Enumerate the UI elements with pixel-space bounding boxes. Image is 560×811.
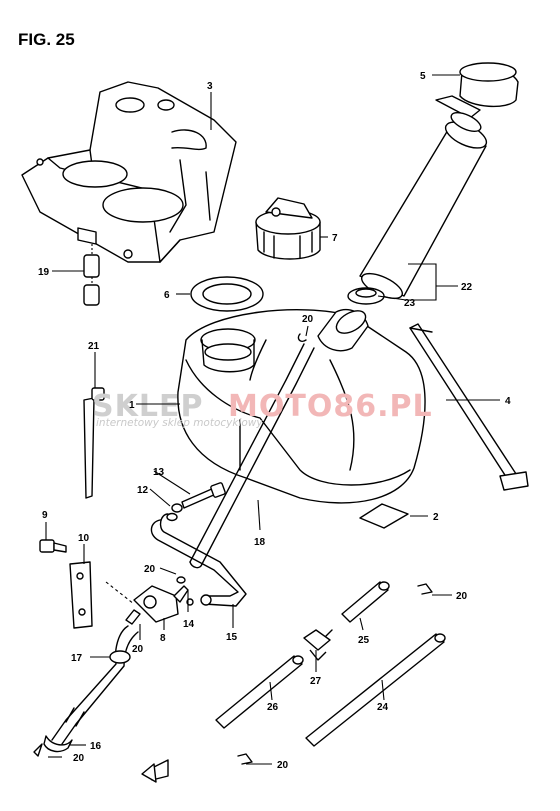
callout-7: 7 [332, 233, 338, 244]
fuel-cock-8-drawing [105, 576, 194, 625]
hose-25-drawing [341, 581, 390, 623]
hose-24-drawing [305, 633, 446, 747]
callout-20-bottom-left: 20 [73, 753, 85, 764]
callout-9: 9 [42, 510, 48, 521]
figure-title: FIG. 25 [18, 30, 75, 49]
watermark-tagline: internetowy sklep motocyklowy [96, 417, 263, 429]
gasket-6-drawing [190, 276, 264, 312]
fuel-tank-tray-drawing [21, 81, 237, 263]
callout-3: 3 [207, 81, 213, 92]
callout-17: 17 [71, 653, 83, 664]
callout-5: 5 [420, 71, 426, 82]
callout-4: 4 [505, 396, 511, 407]
tank-cap-7-drawing [255, 197, 321, 260]
breather-hose-18-drawing [189, 343, 315, 569]
bracket-10-drawing [69, 561, 93, 629]
watermark-brand-left: SKLEP [92, 389, 203, 424]
strip-21-drawing [83, 387, 105, 499]
callout-20-top: 20 [302, 314, 314, 325]
callout-23: 23 [404, 298, 416, 309]
callout-22: 22 [461, 282, 473, 293]
callout-25: 25 [358, 635, 370, 646]
callout-16-label: 16 [90, 741, 102, 752]
callout-13: 13 [153, 467, 165, 478]
callout-27: 27 [310, 676, 322, 687]
callout-14: 14 [183, 619, 195, 630]
leader-lines [45, 74, 500, 765]
callout-20-bottom: 20 [277, 760, 289, 771]
drain-bolt-12-13-drawing [166, 482, 226, 522]
fuel-pipe-17-drawing [51, 625, 139, 745]
callout-8: 8 [160, 633, 166, 644]
watermark: SKLEP MOTO86.PL internetowy sklep motocy… [92, 389, 433, 429]
front-arrow-icon [141, 759, 169, 783]
clip-20-drawing [237, 333, 433, 765]
callout-20-right: 20 [456, 591, 468, 602]
callout-10: 10 [78, 533, 90, 544]
fuel-hose-15-drawing [150, 513, 247, 607]
bolt-9-drawing [39, 539, 67, 553]
filler-cap-5-drawing [435, 62, 519, 119]
filler-tube-22-drawing [359, 112, 488, 300]
fuel-tank-1-drawing [177, 308, 426, 504]
callout-1: 1 [129, 400, 135, 411]
tank-strap-4-drawing [409, 323, 529, 491]
callout-15: 15 [226, 632, 238, 643]
grommet-19-drawing [83, 244, 100, 306]
callout-24-visible: 24 [377, 702, 389, 713]
callout-2: 2 [433, 512, 439, 523]
fuel-filter-27-drawing [303, 629, 333, 661]
pad-2-drawing [359, 503, 409, 529]
callout-26: 26 [267, 702, 279, 713]
callout-6: 6 [164, 290, 170, 301]
callout-19: 19 [38, 267, 50, 278]
watermark-brand-right: MOTO86.PL [228, 389, 433, 424]
callout-20-cock: 20 [132, 644, 144, 655]
callout-21: 21 [88, 341, 100, 352]
clip-16-drawing [33, 735, 73, 757]
tube-clamp-23-drawing [347, 287, 385, 305]
callout-labels: 3 5 7 22 23 6 19 20 21 1 4 13 12 2 9 18 … [38, 71, 511, 771]
hose-26-drawing [215, 655, 304, 729]
callout-12: 12 [137, 485, 149, 496]
callout-18: 18 [254, 537, 266, 548]
callout-20-hose: 20 [144, 564, 156, 575]
